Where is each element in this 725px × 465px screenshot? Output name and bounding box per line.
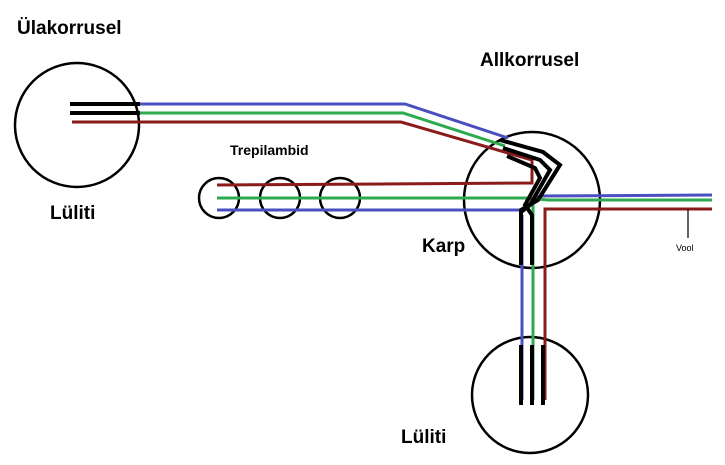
junction-sheath <box>506 154 543 265</box>
mains-red-wire <box>543 207 712 400</box>
top-cable-red-wire <box>72 120 534 187</box>
stair-lamps-label: Trepilambid <box>230 142 309 158</box>
top-carousel-label: Ülakorrusel <box>17 18 122 39</box>
top-cable-green-wire <box>72 111 506 148</box>
top-switch-circle <box>13 61 141 189</box>
top-switch-label: Lüliti <box>50 203 96 224</box>
power-label: Vool <box>676 243 694 253</box>
bottom-carousel-label: Allkorrusel <box>480 50 580 71</box>
bottom-switch-circle <box>470 335 590 455</box>
bottom-switch-label: Lüliti <box>401 427 447 448</box>
top-cable-blue-wire <box>72 102 509 140</box>
junction-box-label: Karp <box>422 236 466 257</box>
junction-sheath <box>499 138 563 265</box>
